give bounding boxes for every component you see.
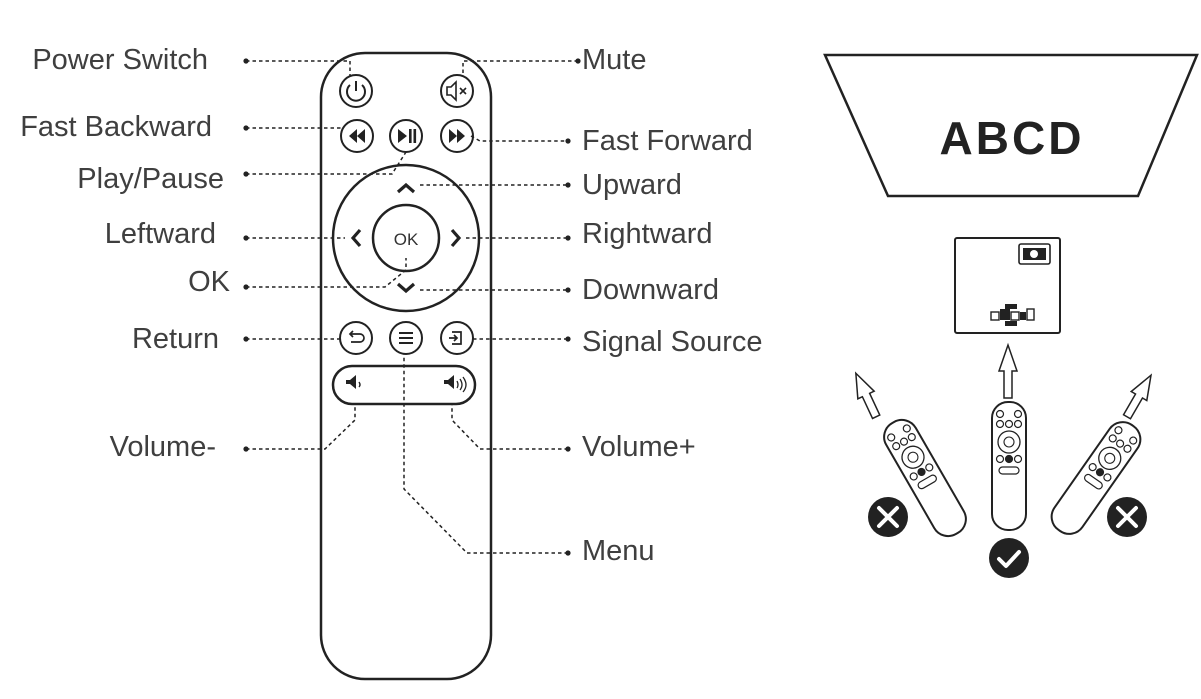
rightward-label: Rightward <box>582 218 713 250</box>
cross-icon <box>868 497 908 537</box>
return-button <box>339 321 373 355</box>
mute-label: Mute <box>582 44 647 76</box>
power-switch-label: Power Switch <box>32 44 208 76</box>
play-pause-button <box>389 119 423 153</box>
signal-source-label: Signal Source <box>582 326 763 358</box>
upward-label: Upward <box>582 169 682 201</box>
ok-button-text: OK <box>394 230 419 249</box>
volume-minus-label: Volume- <box>109 431 216 463</box>
fast-backward-label: Fast Backward <box>20 111 212 143</box>
return-label: Return <box>131 323 219 355</box>
downward-label: Downward <box>582 274 719 306</box>
fast-forward-label: Fast Forward <box>582 125 753 157</box>
ok-label: OK <box>188 266 230 298</box>
mute-button <box>440 74 474 108</box>
check-icon <box>989 538 1029 578</box>
menu-label: Menu <box>582 535 655 567</box>
cross-icon <box>1107 497 1147 537</box>
signal-source-button <box>440 321 474 355</box>
projector <box>954 237 1061 334</box>
signal-arrows <box>854 342 1153 420</box>
volume-plus-label: Volume+ <box>582 431 696 463</box>
leader-dots <box>243 58 581 556</box>
leader-lines <box>246 60 578 554</box>
fast-backward-button <box>340 119 374 153</box>
power-button <box>339 74 373 108</box>
fast-forward-button <box>440 119 474 153</box>
screen-text: ABCD <box>940 112 1085 164</box>
direction-pad <box>331 163 481 313</box>
play-pause-label: Play/Pause <box>77 163 224 195</box>
leftward-label: Leftward <box>104 218 216 250</box>
menu-button <box>389 321 423 355</box>
remote-body <box>319 51 493 681</box>
projection-screen <box>823 53 1199 198</box>
remote-correct <box>991 401 1027 531</box>
